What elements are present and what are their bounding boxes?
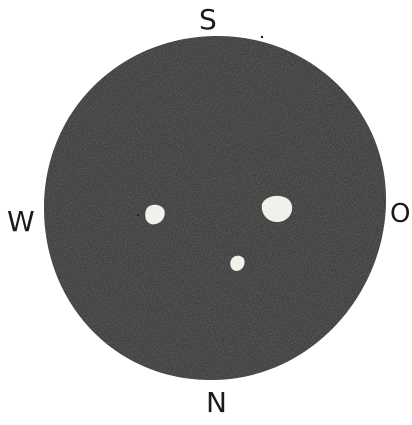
direction-label-bottom: N (206, 389, 227, 417)
dark-disc (44, 36, 386, 380)
direction-label-right: O (390, 201, 410, 227)
speckle-dot (137, 214, 139, 216)
direction-label-top: S (199, 6, 217, 34)
speckle-dot (261, 36, 263, 38)
direction-label-left: W (7, 208, 35, 236)
